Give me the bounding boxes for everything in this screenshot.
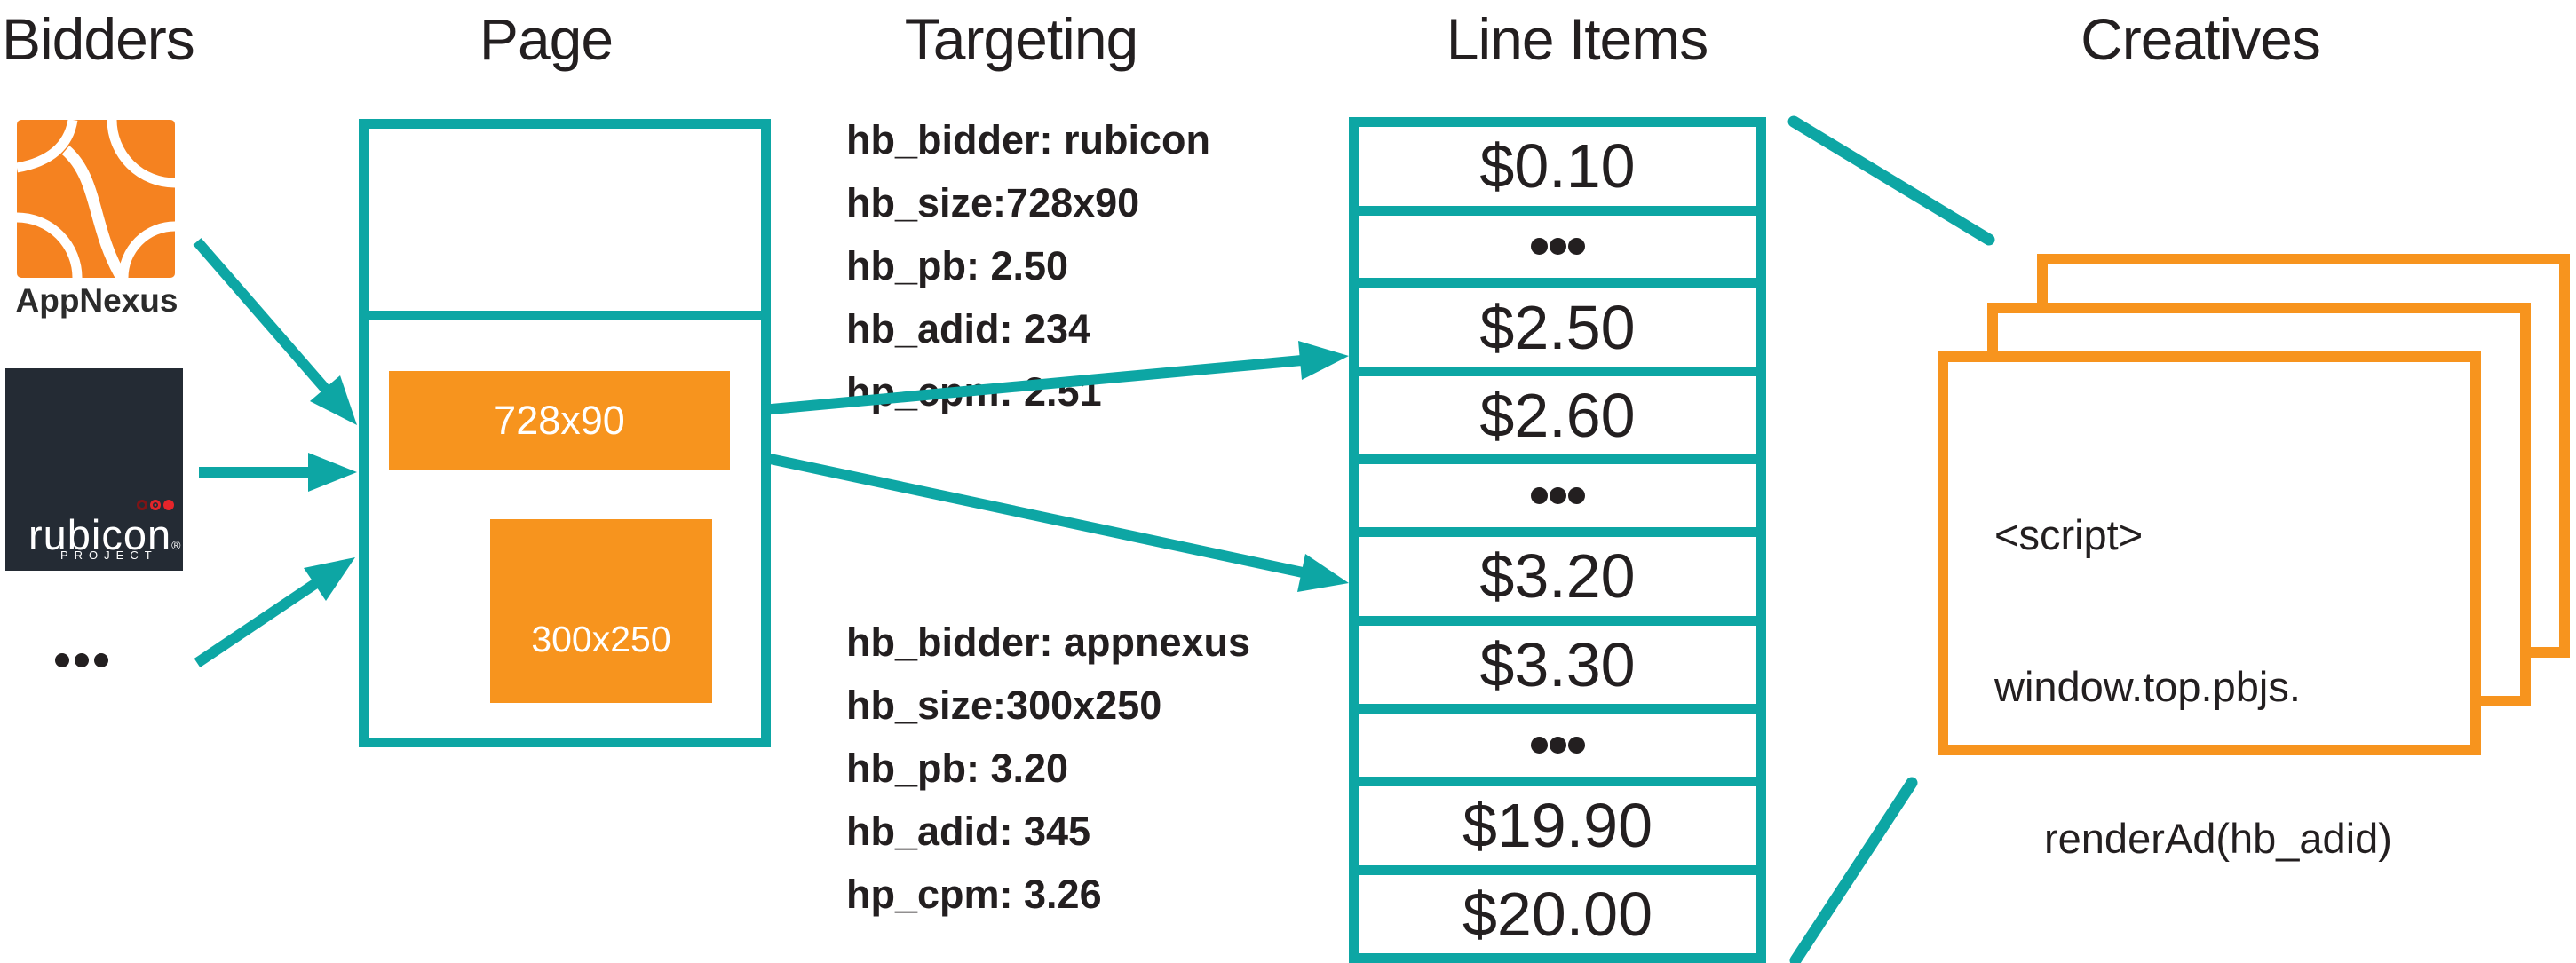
line-item-row-ellipsis xyxy=(1359,215,1756,279)
more-bidders-ellipsis xyxy=(55,653,108,667)
line-item-row-ellipsis xyxy=(1359,464,1756,528)
creative-card-front xyxy=(1938,351,2481,755)
ellipsis-icon xyxy=(1530,238,1585,256)
rubicon-dot-icon xyxy=(137,500,147,510)
ellipsis-dot-icon xyxy=(75,653,89,667)
line-items-table: $0.10 $2.50 $2.60 $3.20 $3.30 $19.90 $20… xyxy=(1349,117,1766,963)
ellipsis-dot-icon xyxy=(94,653,108,667)
line-item-row: $2.60 xyxy=(1359,375,1756,455)
targeting-kv: hp_cpm: 2.51 xyxy=(846,369,1102,414)
arrow-page-to-line-item-3.20 xyxy=(760,452,1304,578)
arrow-appnexus-to-page xyxy=(193,238,331,394)
arrowhead-page-to-line-item-2.50 xyxy=(1298,341,1349,380)
targeting-kv: hb_pb: 2.50 xyxy=(846,243,1069,288)
ellipsis-dot-icon xyxy=(1530,238,1548,256)
arrowhead-rubicon-to-page xyxy=(308,453,357,492)
column-header-bidders: Bidders xyxy=(2,6,195,72)
line-item-row: $19.90 xyxy=(1359,786,1756,865)
code-line: <script> xyxy=(1994,511,2144,558)
targeting-kv: hb_adid: 345 xyxy=(846,809,1091,854)
appnexus-logo-arc xyxy=(118,221,175,278)
ad-slot-300x250: 300x250 xyxy=(490,519,712,703)
rubicon-logo: rubicon® PROJECT xyxy=(5,368,183,571)
ad-slot-300x250-label: 300x250 xyxy=(531,619,671,659)
line-item-price: $3.30 xyxy=(1479,629,1636,699)
line-item-price: $19.90 xyxy=(1462,791,1653,861)
arrow-more-bidders-to-page xyxy=(194,579,320,667)
appnexus-logo-arc xyxy=(107,120,175,188)
ellipsis-icon xyxy=(1530,737,1585,754)
rubicon-wordmark-text: rubicon xyxy=(28,511,172,558)
targeting-kv: hb_adid: 234 xyxy=(846,306,1091,351)
arrowhead-appnexus-to-page xyxy=(310,375,357,425)
page-section-divider xyxy=(359,311,771,320)
line-item-row-ellipsis xyxy=(1359,714,1756,778)
line-item-row: $2.50 xyxy=(1359,288,1756,367)
arrowhead-page-to-line-item-3.20 xyxy=(1297,554,1349,592)
targeting-block-appnexus: hb_bidder: appnexus hb_size:300x250 hb_p… xyxy=(846,611,1250,926)
code-line: window.top.pbjs. xyxy=(1994,663,2301,710)
rubicon-dot-icon xyxy=(163,500,174,510)
column-header-page: Page xyxy=(479,6,614,72)
registered-mark: ® xyxy=(171,538,182,552)
rubicon-dot-icon xyxy=(150,500,161,510)
connector-line-items-to-creatives-bottom xyxy=(1789,777,1918,963)
targeting-kv: hb_size:728x90 xyxy=(846,180,1140,225)
column-header-creatives: Creatives xyxy=(2081,6,2321,72)
line-item-price: $20.00 xyxy=(1462,879,1653,949)
appnexus-logo-arc xyxy=(17,120,78,173)
line-item-row: $3.30 xyxy=(1359,625,1756,705)
line-item-row: $3.20 xyxy=(1359,537,1756,616)
rubicon-wordmark: rubicon® xyxy=(28,510,181,559)
targeting-kv: hp_cpm: 3.26 xyxy=(846,872,1102,917)
connector-line-items-to-creatives-top xyxy=(1787,115,1995,246)
line-item-price: $3.20 xyxy=(1479,541,1636,612)
targeting-kv: hb_bidder: rubicon xyxy=(846,117,1210,162)
appnexus-label: AppNexus xyxy=(15,282,178,319)
ellipsis-dot-icon xyxy=(1567,238,1585,256)
ellipsis-dot-icon xyxy=(1530,737,1548,754)
column-header-targeting: Targeting xyxy=(904,6,1139,72)
ellipsis-dot-icon xyxy=(1567,487,1585,505)
line-item-price: $2.60 xyxy=(1479,381,1636,451)
ellipsis-dot-icon xyxy=(1549,238,1566,256)
ellipsis-dot-icon xyxy=(1567,737,1585,754)
ellipsis-dot-icon xyxy=(55,653,69,667)
targeting-kv: hb_size:300x250 xyxy=(846,683,1162,728)
ellipsis-dot-icon xyxy=(1549,487,1566,505)
rubicon-project-text: PROJECT xyxy=(60,549,158,562)
line-item-row: $20.00 xyxy=(1359,874,1756,954)
column-header-line-items: Line Items xyxy=(1446,6,1708,72)
line-item-price: $2.50 xyxy=(1479,292,1636,362)
arrowhead-more-bidders-to-page xyxy=(304,557,355,601)
targeting-block-rubicon: hb_bidder: rubicon hb_size:728x90 hb_pb:… xyxy=(846,108,1210,423)
rubicon-logo-dots xyxy=(137,500,174,510)
appnexus-logo-icon xyxy=(17,120,175,278)
appnexus-logo-arc xyxy=(17,212,83,278)
ad-slot-728x90: 728x90 xyxy=(389,371,730,470)
appnexus-logo-arc xyxy=(61,146,127,278)
ad-slot-728x90-label: 728x90 xyxy=(494,398,625,443)
line-item-row: $0.10 xyxy=(1359,127,1756,206)
ellipsis-dot-icon xyxy=(1549,737,1566,754)
ellipsis-dot-icon xyxy=(1530,487,1548,505)
targeting-kv: hb_bidder: appnexus xyxy=(846,620,1251,665)
targeting-kv: hb_pb: 3.20 xyxy=(846,746,1069,791)
line-item-price: $0.10 xyxy=(1479,131,1636,201)
ellipsis-icon xyxy=(1530,487,1585,505)
code-line: renderAd(hb_adid) xyxy=(2044,815,2392,862)
creative-code-snippet: <script> window.top.pbjs. renderAd(hb_ad… xyxy=(1994,410,2392,963)
